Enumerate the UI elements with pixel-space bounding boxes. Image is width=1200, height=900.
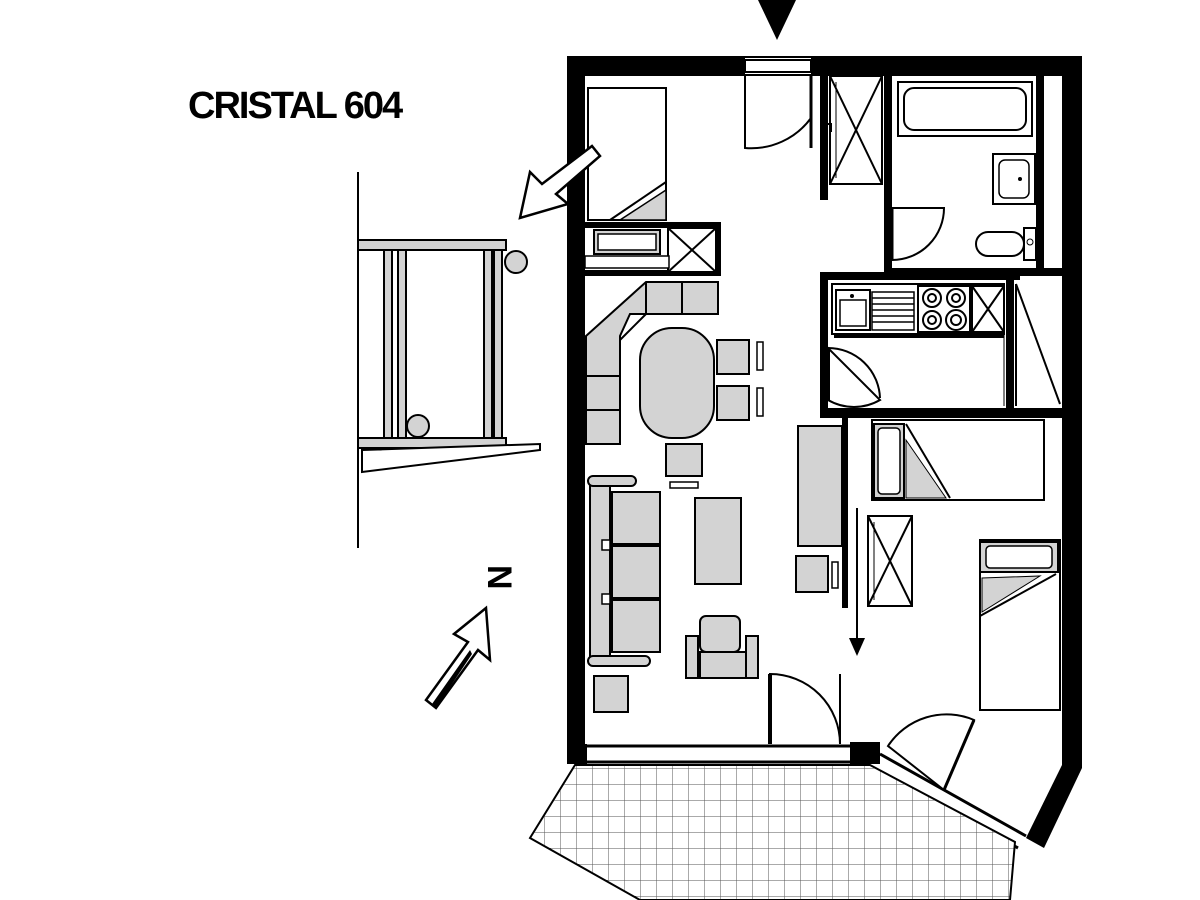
sofa-cushion bbox=[611, 545, 661, 599]
kitchen bbox=[826, 283, 1005, 408]
balcony-tiles bbox=[528, 764, 1017, 900]
hall-hook-icon bbox=[825, 123, 832, 132]
exit-arrow-icon bbox=[518, 144, 602, 220]
sofa-cushion bbox=[611, 491, 661, 545]
bathroom bbox=[890, 81, 1037, 262]
outer-walls bbox=[567, 56, 1082, 848]
north-indicator: N bbox=[424, 565, 518, 710]
coffee-table bbox=[694, 497, 742, 585]
balcony-elevation bbox=[357, 172, 541, 548]
plan-title: CRISTAL 604 bbox=[188, 85, 403, 127]
direction-arrow-icon bbox=[849, 508, 865, 656]
storage-closet bbox=[1015, 283, 1061, 406]
tv-cabinet bbox=[797, 425, 843, 547]
sofa-cushion bbox=[611, 599, 661, 653]
entrance-arrow-icon bbox=[758, 0, 796, 40]
entry-door bbox=[744, 74, 812, 150]
bathtub bbox=[903, 87, 1027, 131]
balcony-door bbox=[768, 672, 841, 745]
interior-walls bbox=[585, 72, 1064, 608]
corner-bench bbox=[585, 281, 719, 445]
bedroom bbox=[867, 419, 1061, 792]
north-label: N bbox=[480, 565, 518, 590]
living-area bbox=[587, 425, 843, 713]
dining-table bbox=[639, 327, 715, 439]
dining-area bbox=[585, 281, 764, 489]
north-arrow-icon bbox=[424, 605, 492, 710]
drainboard bbox=[871, 291, 915, 331]
hall-cabinet bbox=[829, 75, 883, 185]
closet-area bbox=[584, 87, 717, 273]
armchair bbox=[699, 615, 741, 653]
stove bbox=[917, 285, 971, 333]
